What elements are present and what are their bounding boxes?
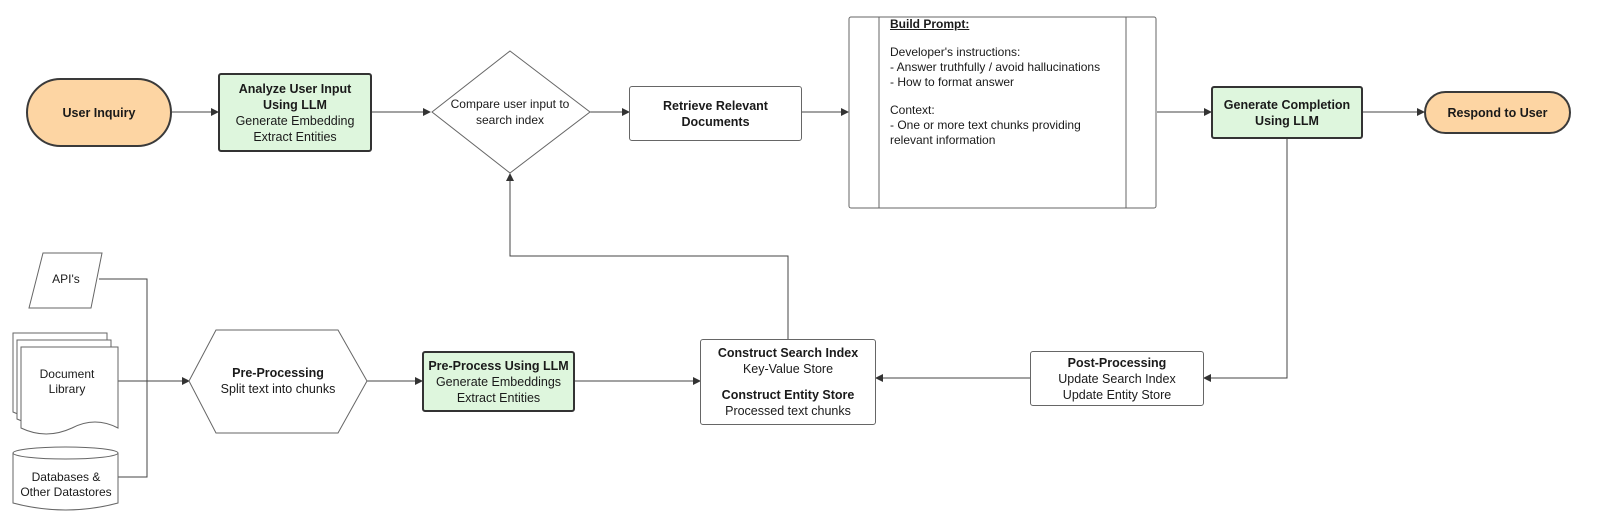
generate-label: Generate Completion Using LLM <box>1223 97 1351 128</box>
context-chunks: - One or more text chunks providing rele… <box>890 118 1081 147</box>
instructions-label: Developer's instructions: <box>890 45 1021 59</box>
postprocessing-entity: Update Entity Store <box>1062 387 1172 402</box>
preprocess-llm-entities: Extract Entities <box>456 390 541 405</box>
arrow-construct-to-compare <box>506 173 789 339</box>
document-library-label: Document Library <box>39 367 95 396</box>
compare-diamond <box>431 50 591 174</box>
instruction-format: - How to format answer <box>890 75 1015 89</box>
preprocess-llm-title: Pre-Process Using LLM <box>428 358 569 373</box>
construct-entity-title: Construct Entity Store <box>721 388 855 402</box>
instruction-truthful: - Answer truthfully / avoid hallucinatio… <box>890 60 1101 74</box>
preprocessing-node: Pre-Processing Split text into chunks <box>206 362 350 400</box>
database-cylinder <box>12 446 119 511</box>
apis-label: API's <box>52 272 80 286</box>
analyze-line-embedding: Generate Embedding <box>235 113 355 128</box>
construct-index-title: Construct Search Index <box>717 346 859 360</box>
connector-databases <box>118 381 148 478</box>
databases-label: Databases & Other Datastores <box>20 470 112 499</box>
compare-node: Compare user input to search index <box>450 92 570 132</box>
retrieve-node: Retrieve Relevant Documents <box>629 86 802 141</box>
build-prompt-container <box>848 16 1157 209</box>
preprocessing-hexagon <box>188 329 368 434</box>
construct-node: Construct Search Index Key-Value Store C… <box>700 339 876 425</box>
preprocessing-sub: Split text into chunks <box>220 382 336 396</box>
document-library-node: Document Library <box>24 365 110 399</box>
arrow-generate-to-postprocessing <box>1203 138 1288 382</box>
connector-apis <box>99 278 148 381</box>
apis-node: API's <box>36 270 96 288</box>
construct-index-sub: Key-Value Store <box>742 362 834 376</box>
build-prompt-text: Build Prompt: Developer's instructions: … <box>890 17 1125 148</box>
document-library-shape <box>12 332 119 435</box>
build-prompt-title: Build Prompt: <box>890 17 970 31</box>
context-label: Context: <box>890 103 935 117</box>
preprocess-llm-node: Pre-Process Using LLM Generate Embedding… <box>422 351 575 412</box>
apis-parallelogram <box>28 252 103 309</box>
user-inquiry-node: User Inquiry <box>26 78 172 147</box>
respond-node: Respond to User <box>1424 91 1571 134</box>
databases-node: Databases & Other Datastores <box>14 468 118 502</box>
preprocessing-title: Pre-Processing <box>232 366 324 380</box>
postprocessing-search: Update Search Index <box>1058 371 1176 386</box>
generate-completion-node: Generate Completion Using LLM <box>1211 86 1363 139</box>
preprocess-llm-embeddings: Generate Embeddings <box>435 374 562 389</box>
postprocessing-node: Post-Processing Update Search Index Upda… <box>1030 351 1204 406</box>
analyze-title: Analyze User Input Using LLM <box>238 81 352 112</box>
retrieve-label: Retrieve Relevant Documents <box>663 98 768 129</box>
user-inquiry-label: User Inquiry <box>62 105 136 120</box>
respond-label: Respond to User <box>1447 105 1548 120</box>
postprocessing-title: Post-Processing <box>1067 355 1167 370</box>
analyze-line-entities: Extract Entities <box>253 129 337 144</box>
compare-label: Compare user input to search index <box>450 97 570 127</box>
analyze-input-node: Analyze User Input Using LLM Generate Em… <box>218 73 372 152</box>
construct-entity-sub: Processed text chunks <box>725 404 851 418</box>
